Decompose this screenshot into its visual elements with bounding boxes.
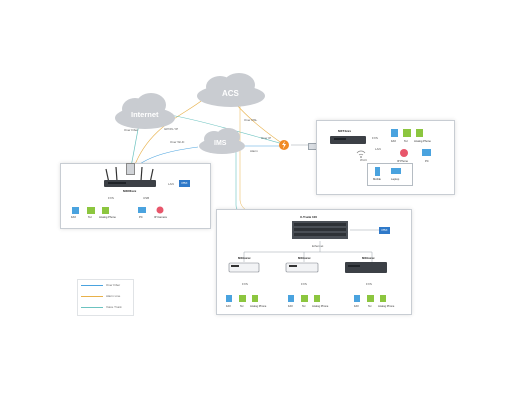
right-top-device-ipphone: IP Phone (397, 160, 409, 163)
wire-internet-router (130, 123, 140, 168)
group-2-device-tel: Tel (302, 305, 306, 308)
acs-label: ACS (222, 89, 239, 98)
trunk-uplink-label: Ethernet (312, 244, 324, 248)
left-router-icon (104, 167, 156, 187)
gateway-1-port: FXS (242, 282, 248, 286)
right-pbx-icon: PBX (379, 227, 390, 234)
link-label-ip: Over IP (261, 136, 272, 140)
group-2-device-fax: FAX (288, 305, 293, 308)
internet-label: Internet (131, 110, 159, 119)
fax-icon (391, 129, 398, 137)
tel-icon (87, 207, 95, 214)
ip-camera-icon (156, 206, 164, 214)
right-top-wifi-label: Wi-Fi (360, 158, 367, 162)
pc-icon (138, 207, 146, 213)
gateway-3-icon (345, 262, 387, 273)
right-top-device-analog: Analog Phone (414, 140, 431, 143)
left-device-fax: FAX (71, 216, 77, 219)
wifi-icon (356, 150, 366, 158)
trunk-name: X-Trunk 100 (300, 215, 318, 219)
right-top-fxs-label: FXS (372, 136, 378, 140)
acs-cloud (197, 73, 265, 107)
right-pbx-label: PBX (381, 228, 388, 232)
firewall-icon (279, 140, 289, 150)
ims-label: IMS (214, 140, 227, 147)
analog-phone-icon (102, 207, 109, 214)
gateway-2-port: FXS (301, 282, 307, 286)
gateway-3-port: FXS (366, 282, 372, 286)
fax-icon (72, 207, 79, 214)
analog-phone-icon (252, 295, 258, 302)
legend-label-2: Alarm Line (106, 294, 121, 298)
tel-icon (367, 295, 374, 302)
trunk-chassis-icon (292, 221, 348, 239)
gateway-3-name: MXGxxxx (362, 256, 375, 260)
right-top-phone-icons (391, 129, 423, 137)
group-3-device-analog: Analog Phone (378, 305, 395, 308)
group-3-device-tel: Tel (368, 305, 372, 308)
right-top-router-icon (330, 136, 366, 144)
mobile-icon (375, 167, 380, 176)
right-top-lan-label: LAN (375, 147, 381, 151)
gateway-1-icon (228, 262, 260, 273)
link-label-wifi: Over Wi-Fi (170, 140, 185, 144)
fax-icon (288, 295, 294, 302)
wifi-device-icons (375, 167, 401, 176)
legend-line-3 (81, 307, 103, 308)
cell-tower-icon (126, 163, 135, 175)
internet-cloud (115, 93, 175, 129)
wifi-device-laptop: Laptop (391, 178, 400, 181)
group-1-device-analog: Analog Phone (250, 305, 267, 308)
wire-internet-right (164, 113, 284, 145)
group-1-device-tel: Tel (240, 305, 244, 308)
left-usb-label: USB (143, 196, 150, 200)
link-label-fiber: Over Fiber (124, 128, 139, 132)
right-top-ip-icons (400, 149, 431, 157)
laptop-icon (391, 168, 401, 174)
legend-label-3: Voice Trunk (106, 305, 122, 309)
left-device-tel: Tel (88, 216, 92, 219)
legend-line-2 (81, 296, 103, 297)
gateway-bus-lines (243, 241, 373, 262)
ims-cloud (199, 128, 245, 154)
fax-icon (354, 295, 360, 302)
trunk-pbx-link (350, 229, 379, 231)
pc-icon (422, 149, 431, 156)
left-pbx-label: PBX (181, 181, 188, 185)
group-2-device-analog: Analog Phone (312, 305, 329, 308)
legend-line-1 (81, 285, 103, 286)
tel-icon (403, 129, 411, 137)
group-3-device-fax: FAX (354, 305, 359, 308)
gateway-2-icon (285, 262, 319, 273)
link-label-gpon: GPON / IP (164, 127, 179, 131)
gateway-1-name: MXGxxxx (238, 256, 251, 260)
tel-icon (239, 295, 246, 302)
link-label-alarm: Alarm (250, 149, 258, 153)
left-pbx-icon: PBX (179, 180, 190, 187)
tel-icon (301, 295, 308, 302)
link-label-dsl: Over DSL (244, 118, 258, 122)
right-top-device-tel: Tel (404, 140, 408, 143)
left-device-analog: Analog Phone (99, 216, 116, 219)
analog-phone-icon (416, 129, 423, 137)
left-fxs-label: FXS (108, 196, 114, 200)
gateway-device-icons (226, 295, 386, 302)
gateway-2-name: MXGxxxx (298, 256, 311, 260)
left-site-panel (60, 163, 211, 229)
right-top-router-name: MXT4xxx (338, 129, 352, 133)
left-device-camera: IP Camera (154, 216, 167, 219)
legend-label-1: Over Fiber (106, 283, 121, 287)
fax-icon (226, 295, 232, 302)
analog-phone-icon (314, 295, 320, 302)
left-lan-label: LAN (168, 182, 174, 186)
left-devices-icons (72, 206, 164, 214)
ip-phone-icon (400, 149, 408, 157)
right-top-device-fax: FAX (391, 140, 397, 143)
left-router-name: MXR3xxx (123, 189, 137, 193)
left-device-pc: PC (139, 216, 143, 219)
wifi-device-mobile: Mobile (373, 178, 381, 181)
analog-phone-icon (380, 295, 386, 302)
group-1-device-fax: FAX (226, 305, 231, 308)
right-top-device-pc: PC (425, 160, 429, 163)
